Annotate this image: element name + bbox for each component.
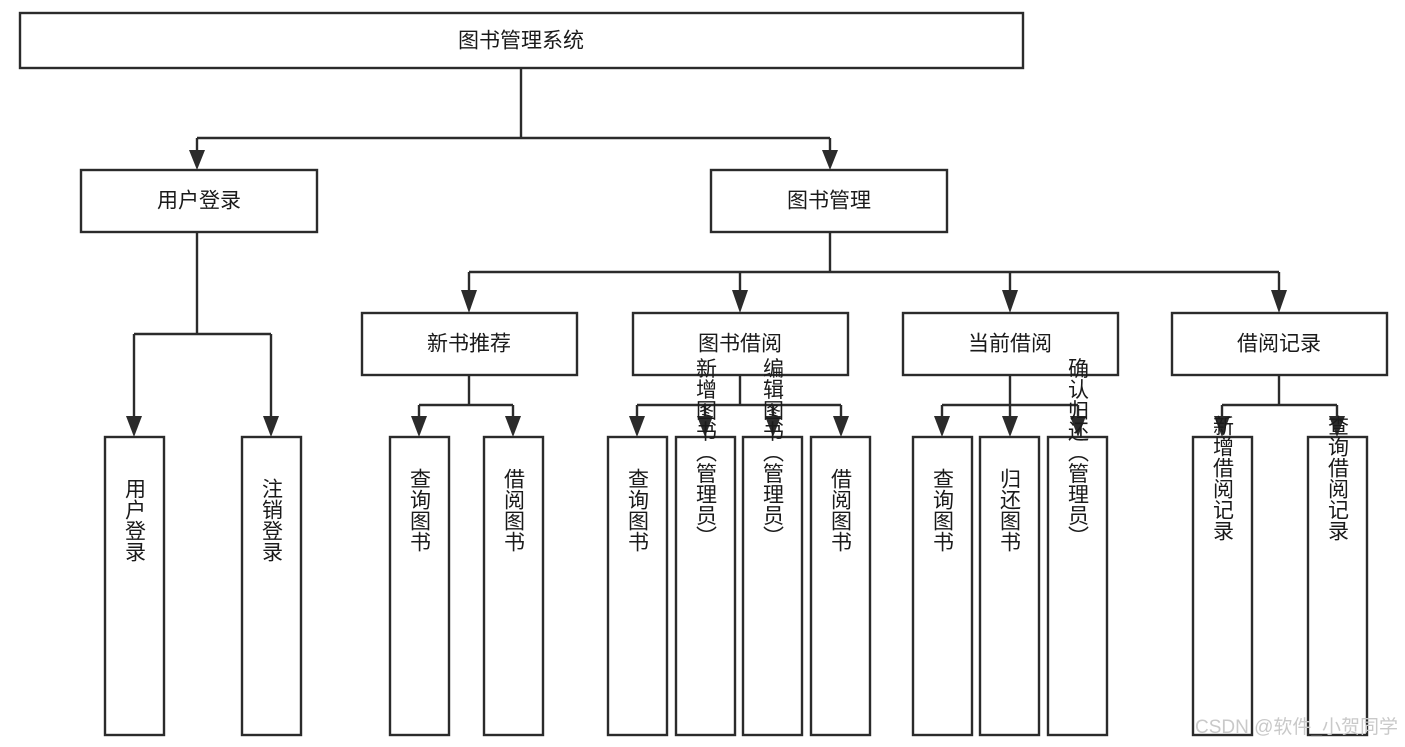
leaf-user-login[interactable]: 用户登录 <box>103 435 166 737</box>
arrow-to-leaf-borrow-book-2 <box>833 416 849 437</box>
node-new-book-recommend-label: 新书推荐 <box>427 333 511 356</box>
leaf-query-borrow-record[interactable]: 查询借阅记录 <box>1306 415 1369 737</box>
leaf-query-book-2-box[interactable] <box>606 435 669 737</box>
leaf-add-borrow-record[interactable]: 新增借阅记录 <box>1191 415 1254 737</box>
node-book-management-label: 图书管理 <box>787 190 871 213</box>
arrow-to-leaf-query-book-3 <box>934 416 950 437</box>
leaf-add-borrow-record-label: 新增借阅记录 <box>1211 415 1235 541</box>
leaf-borrow-book-1[interactable]: 借阅图书 <box>482 435 545 737</box>
leaf-edit-book-admin-box[interactable] <box>741 435 804 737</box>
arrow-to-current-borrow <box>1002 290 1018 313</box>
node-user-login-label: 用户登录 <box>157 190 241 213</box>
leaf-query-borrow-record-box[interactable] <box>1306 435 1369 737</box>
arrow-to-leaf-user-login <box>126 416 142 437</box>
arrow-to-leaf-logout-login <box>263 416 279 437</box>
node-user-login-box[interactable] <box>79 168 319 234</box>
leaf-logout-login-box[interactable] <box>240 435 303 737</box>
leaf-add-borrow-record-box[interactable] <box>1191 435 1254 737</box>
node-book-management[interactable]: 图书管理 <box>709 168 949 234</box>
node-borrow-record-label: 借阅记录 <box>1237 333 1321 356</box>
node-new-book-recommend[interactable]: 新书推荐 <box>360 311 579 377</box>
arrow-to-user-login <box>189 150 205 170</box>
leaf-edit-book-admin[interactable]: 编辑图书（管理员） <box>741 358 804 737</box>
leaf-edit-book-admin-label: 编辑图书（管理员） <box>761 358 785 547</box>
arrow-to-leaf-edit-book-admin <box>765 416 781 437</box>
leaf-query-book-2[interactable]: 查询图书 <box>606 435 669 737</box>
leaf-add-book-admin[interactable]: 新增图书（管理员） <box>674 358 737 737</box>
arrow-to-leaf-return-book <box>1002 416 1018 437</box>
leaf-query-book-3-label: 查询图书 <box>931 468 955 552</box>
leaf-query-book-3-box[interactable] <box>911 435 974 737</box>
arrow-to-leaf-borrow-book-1 <box>505 416 521 437</box>
node-root-system-box[interactable] <box>18 11 1025 70</box>
arrow-to-book-borrow <box>732 290 748 313</box>
node-book-borrow-box[interactable] <box>631 311 850 377</box>
nodes-group: 图书管理系统 用户登录 图书管理 新书推荐 图书借阅 <box>18 11 1389 737</box>
leaf-return-book-label: 归还图书 <box>998 468 1022 552</box>
node-book-borrow-label: 图书借阅 <box>698 333 782 356</box>
node-root-system-label: 图书管理系统 <box>458 30 584 53</box>
leaf-query-book-1-label: 查询图书 <box>408 468 432 552</box>
node-book-borrow[interactable]: 图书借阅 <box>631 311 850 377</box>
leaf-confirm-return-admin-label: 确认归还（管理员） <box>1066 358 1090 547</box>
node-current-borrow[interactable]: 当前借阅 <box>901 311 1120 377</box>
node-user-login[interactable]: 用户登录 <box>79 168 319 234</box>
leaf-logout-login-label: 注销登录 <box>260 478 284 562</box>
leaf-query-book-1[interactable]: 查询图书 <box>388 435 451 737</box>
node-borrow-record-box[interactable] <box>1170 311 1389 377</box>
edges-group <box>126 68 1345 437</box>
leaf-logout-login[interactable]: 注销登录 <box>240 435 303 737</box>
node-new-book-recommend-box[interactable] <box>360 311 579 377</box>
node-book-management-box[interactable] <box>709 168 949 234</box>
leaf-user-login-box[interactable] <box>103 435 166 737</box>
leaf-query-book-1-box[interactable] <box>388 435 451 737</box>
leaf-borrow-book-2[interactable]: 借阅图书 <box>809 435 872 737</box>
arrow-to-leaf-confirm-return-admin <box>1070 416 1086 437</box>
leaf-user-login-label: 用户登录 <box>123 478 147 562</box>
csdn-watermark: CSDN @软件_小贺同学 <box>1195 716 1398 738</box>
leaf-borrow-book-1-box[interactable] <box>482 435 545 737</box>
leaf-borrow-book-2-label: 借阅图书 <box>829 468 853 552</box>
leaf-confirm-return-admin-box[interactable] <box>1046 435 1109 737</box>
leaf-return-book[interactable]: 归还图书 <box>978 435 1041 737</box>
node-root-system[interactable]: 图书管理系统 <box>18 11 1025 70</box>
leaf-borrow-book-1-label: 借阅图书 <box>502 468 526 552</box>
arrow-to-leaf-add-borrow-record <box>1214 416 1230 437</box>
leaf-add-book-admin-box[interactable] <box>674 435 737 737</box>
node-borrow-record[interactable]: 借阅记录 <box>1170 311 1389 377</box>
arrow-to-borrow-record <box>1271 290 1287 313</box>
arrow-to-leaf-query-borrow-record <box>1329 416 1345 437</box>
arrow-to-new-book-recommend <box>461 290 477 313</box>
arrow-to-leaf-query-book-1 <box>411 416 427 437</box>
leaf-query-book-3[interactable]: 查询图书 <box>911 435 974 737</box>
leaf-query-book-2-label: 查询图书 <box>626 468 650 552</box>
arrow-to-book-management <box>822 150 838 170</box>
leaf-return-book-box[interactable] <box>978 435 1041 737</box>
node-current-borrow-box[interactable] <box>901 311 1120 377</box>
arrow-to-leaf-add-book-admin <box>697 416 713 437</box>
leaf-confirm-return-admin[interactable]: 确认归还（管理员） <box>1046 358 1109 737</box>
leaf-borrow-book-2-box[interactable] <box>809 435 872 737</box>
leaf-query-borrow-record-label: 查询借阅记录 <box>1326 415 1350 541</box>
arrow-to-leaf-query-book-2 <box>629 416 645 437</box>
leaf-add-book-admin-label: 新增图书（管理员） <box>694 358 718 547</box>
node-current-borrow-label: 当前借阅 <box>968 333 1052 356</box>
